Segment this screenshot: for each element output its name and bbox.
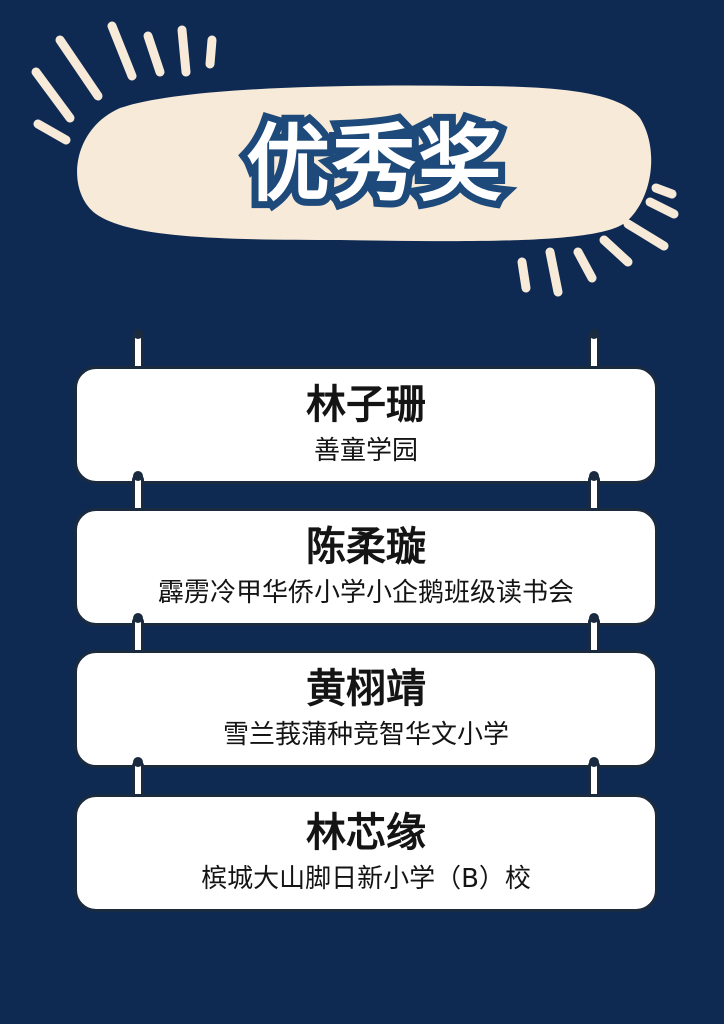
rays-bottom-right-icon [517,183,679,297]
awardee-card: 陈柔璇 霹雳冷甲华侨小学小企鹅班级读书会 [74,508,658,626]
awardee-name: 陈柔璇 [306,524,426,571]
rays-top-left-icon [31,21,217,145]
awardee-school: 霹雳冷甲华侨小学小企鹅班级读书会 [157,578,574,609]
awardee-name: 黄栩靖 [306,666,426,713]
awardee-school: 雪兰莪蒲种竞智华文小学 [222,720,509,751]
awardee-card: 黄栩靖 雪兰莪蒲种竞智华文小学 [74,650,658,768]
awardee-card: 林子珊 善童学园 [74,366,658,484]
awardee-name: 林芯缘 [306,810,426,857]
award-title: 优秀奖 [239,108,509,220]
awardee-name: 林子珊 [306,382,426,429]
awardee-card: 林芯缘 槟城大山脚日新小学（B）校 [74,794,658,912]
title-blob-shape [77,85,652,242]
title-banner [31,21,679,297]
awardee-school: 槟城大山脚日新小学（B）校 [201,864,531,895]
awardee-school: 善童学园 [313,436,418,467]
